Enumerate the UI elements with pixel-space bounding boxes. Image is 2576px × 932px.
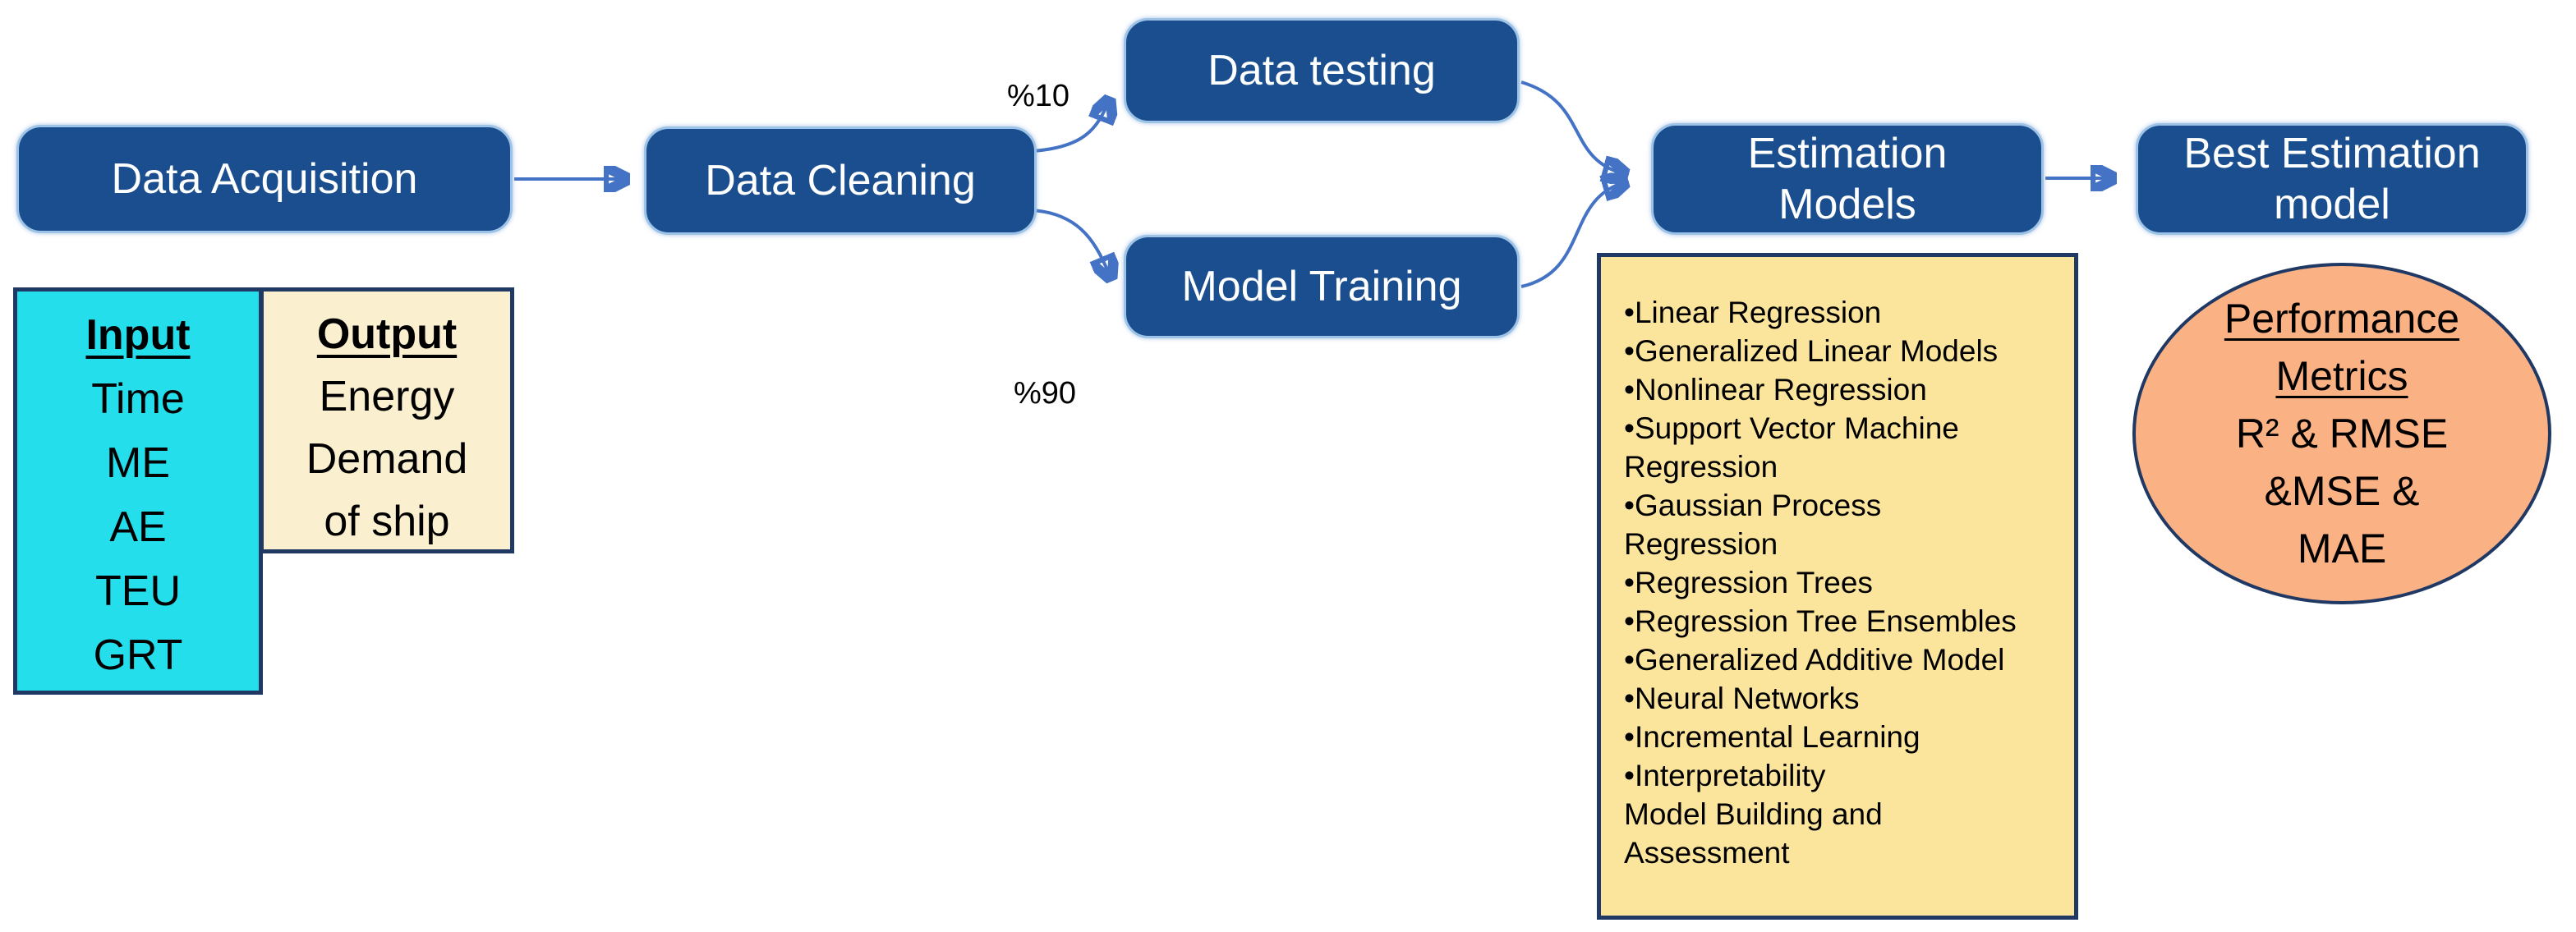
node-estimation-models-label-line2: Models (1778, 181, 1916, 228)
edge-testing-to-estimation (1520, 80, 1625, 174)
node-best-estimation-model: Best Estimation model (2136, 123, 2528, 235)
performance-metrics-ellipse: Performance Metrics R² & RMSE &MSE & MAE (2132, 263, 2551, 604)
output-line-of-ship: of ship (324, 498, 450, 545)
node-data-testing-label: Data testing (1208, 47, 1436, 94)
edge-training-to-estimation (1520, 182, 1625, 288)
node-data-cleaning-label: Data Cleaning (705, 157, 976, 204)
estimation-models-list-panel: •Linear Regression •Generalized Linear M… (1597, 253, 2078, 920)
output-panel-title: Output (316, 310, 458, 358)
node-best-estimation-label-line1: Best Estimation (2183, 130, 2481, 177)
node-best-estimation-label-line2: model (2274, 181, 2390, 228)
input-item-grt: GRT (93, 631, 183, 679)
bullet: • (1624, 682, 1635, 715)
bullet: • (1624, 759, 1635, 792)
node-data-cleaning: Data Cleaning (644, 126, 1037, 235)
bullet: • (1624, 489, 1635, 522)
input-item-teu: TEU (95, 567, 181, 615)
edge-label-training-split: %90 (1014, 376, 1077, 411)
model-list-item: •Regression Tree Ensembles (1624, 604, 2017, 638)
node-data-acquisition: Data Acquisition (16, 125, 513, 233)
metrics-line-r2-rmse: R² & RMSE (2235, 411, 2449, 457)
model-list-item: •Linear Regression (1624, 296, 1882, 329)
input-item-me: ME (106, 439, 170, 487)
output-line-energy: Energy (319, 373, 455, 420)
input-item-ae: AE (109, 503, 167, 551)
bullet: • (1624, 643, 1635, 677)
edge-cleaning-to-testing (1031, 100, 1109, 153)
node-model-training: Model Training (1124, 235, 1520, 338)
input-item-time: Time (91, 375, 185, 423)
bullet: • (1624, 566, 1635, 599)
model-list-item: •Nonlinear Regression (1624, 373, 1927, 406)
edge-cleaning-to-training (1031, 209, 1111, 278)
node-estimation-models-label-line1: Estimation (1747, 130, 1948, 177)
model-list-item: •Regression Trees (1624, 566, 1873, 599)
bullet: • (1624, 296, 1635, 329)
node-data-acquisition-label: Data Acquisition (111, 155, 418, 203)
model-list-item: •Neural Networks (1624, 682, 1860, 715)
model-list-item: •Generalized Linear Models (1624, 334, 1999, 368)
output-panel: Output Energy Demand of ship (260, 287, 514, 553)
metrics-title-line2: Metrics (2275, 353, 2408, 399)
model-list-item: •Support Vector Machine Regression (1624, 411, 1959, 484)
model-list-item: •Gaussian Process Regression (1624, 489, 1882, 561)
bullet: • (1624, 373, 1635, 406)
node-data-testing: Data testing (1124, 18, 1520, 123)
metrics-line-mae: MAE (2297, 526, 2387, 572)
output-line-demand: Demand (306, 435, 468, 483)
model-list-item: •Interpretability (1624, 759, 1826, 792)
bullet: • (1624, 720, 1635, 754)
bullet: • (1624, 604, 1635, 638)
bullet: • (1624, 334, 1635, 368)
model-list-item: •Incremental Learning (1624, 720, 1920, 754)
input-panel: Input Time ME AE TEU GRT (13, 287, 263, 695)
bullet: • (1624, 411, 1635, 445)
input-panel-title: Input (85, 311, 191, 359)
node-model-training-label: Model Training (1181, 263, 1462, 310)
model-list-footer: Model Building and Assessment (1624, 797, 1883, 870)
node-estimation-models: Estimation Models (1651, 123, 2044, 235)
metrics-line-mse: &MSE & (2264, 468, 2420, 514)
edge-label-testing-split: %10 (1007, 79, 1070, 113)
model-list-item: •Generalized Additive Model (1624, 643, 2005, 677)
metrics-title-line1: Performance (2224, 296, 2460, 342)
